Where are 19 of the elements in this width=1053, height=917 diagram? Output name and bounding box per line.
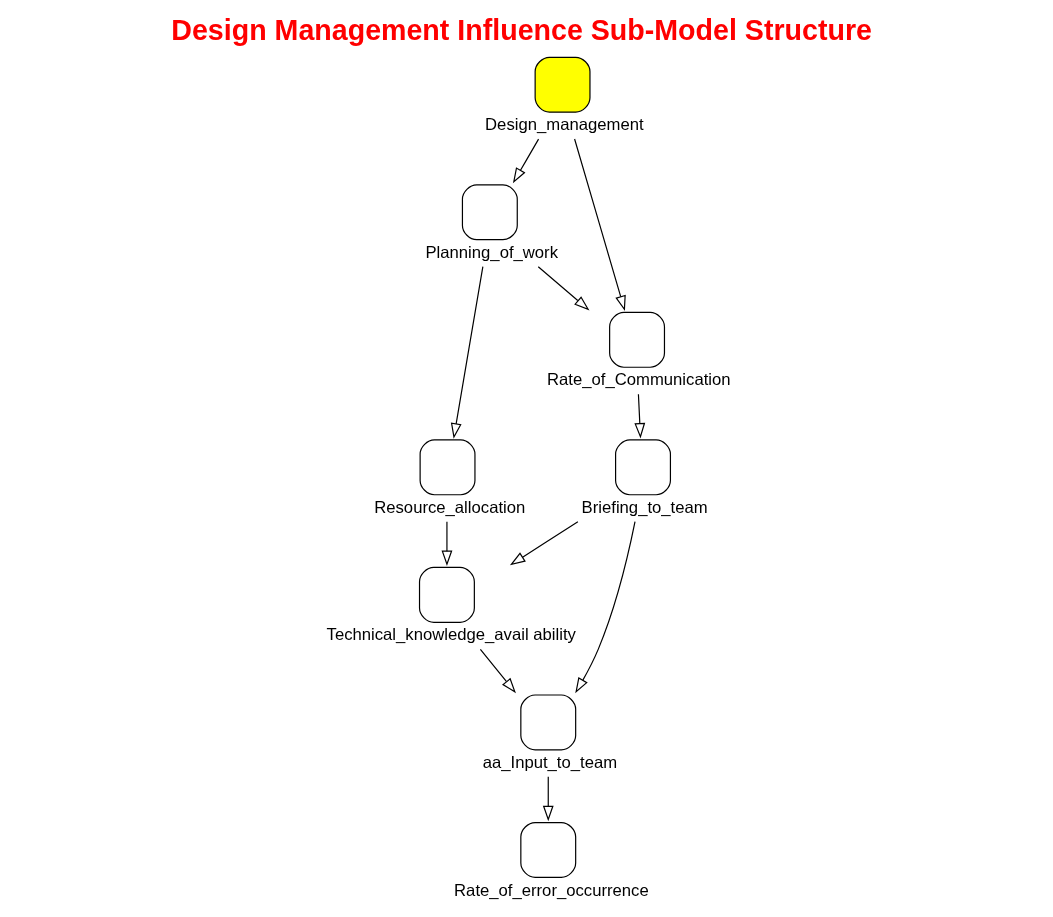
diagram-title: Design Management Influence Sub-Model Structure <box>171 13 872 46</box>
node-label: Technical_knowledge_avail ability <box>326 624 576 644</box>
arrow <box>509 520 579 565</box>
node-label: Rate_of_error_occurrence <box>454 879 649 899</box>
arrow <box>450 265 484 439</box>
arrow <box>441 520 453 566</box>
arrow <box>575 520 636 693</box>
node-label: Design_management <box>485 114 644 134</box>
arrow <box>634 393 646 439</box>
arrow <box>574 137 626 311</box>
arrow <box>479 648 516 693</box>
node-label: Briefing_to_team <box>581 497 708 517</box>
node-label: Planning_of_work <box>425 242 559 262</box>
node-label: Rate_of_Communication <box>547 369 731 389</box>
arrow <box>542 775 554 821</box>
node-label: aa_Input_to_team <box>482 752 618 772</box>
node-label: Resource_allocation <box>374 497 526 517</box>
arrow <box>512 138 540 183</box>
arrow <box>537 265 590 310</box>
